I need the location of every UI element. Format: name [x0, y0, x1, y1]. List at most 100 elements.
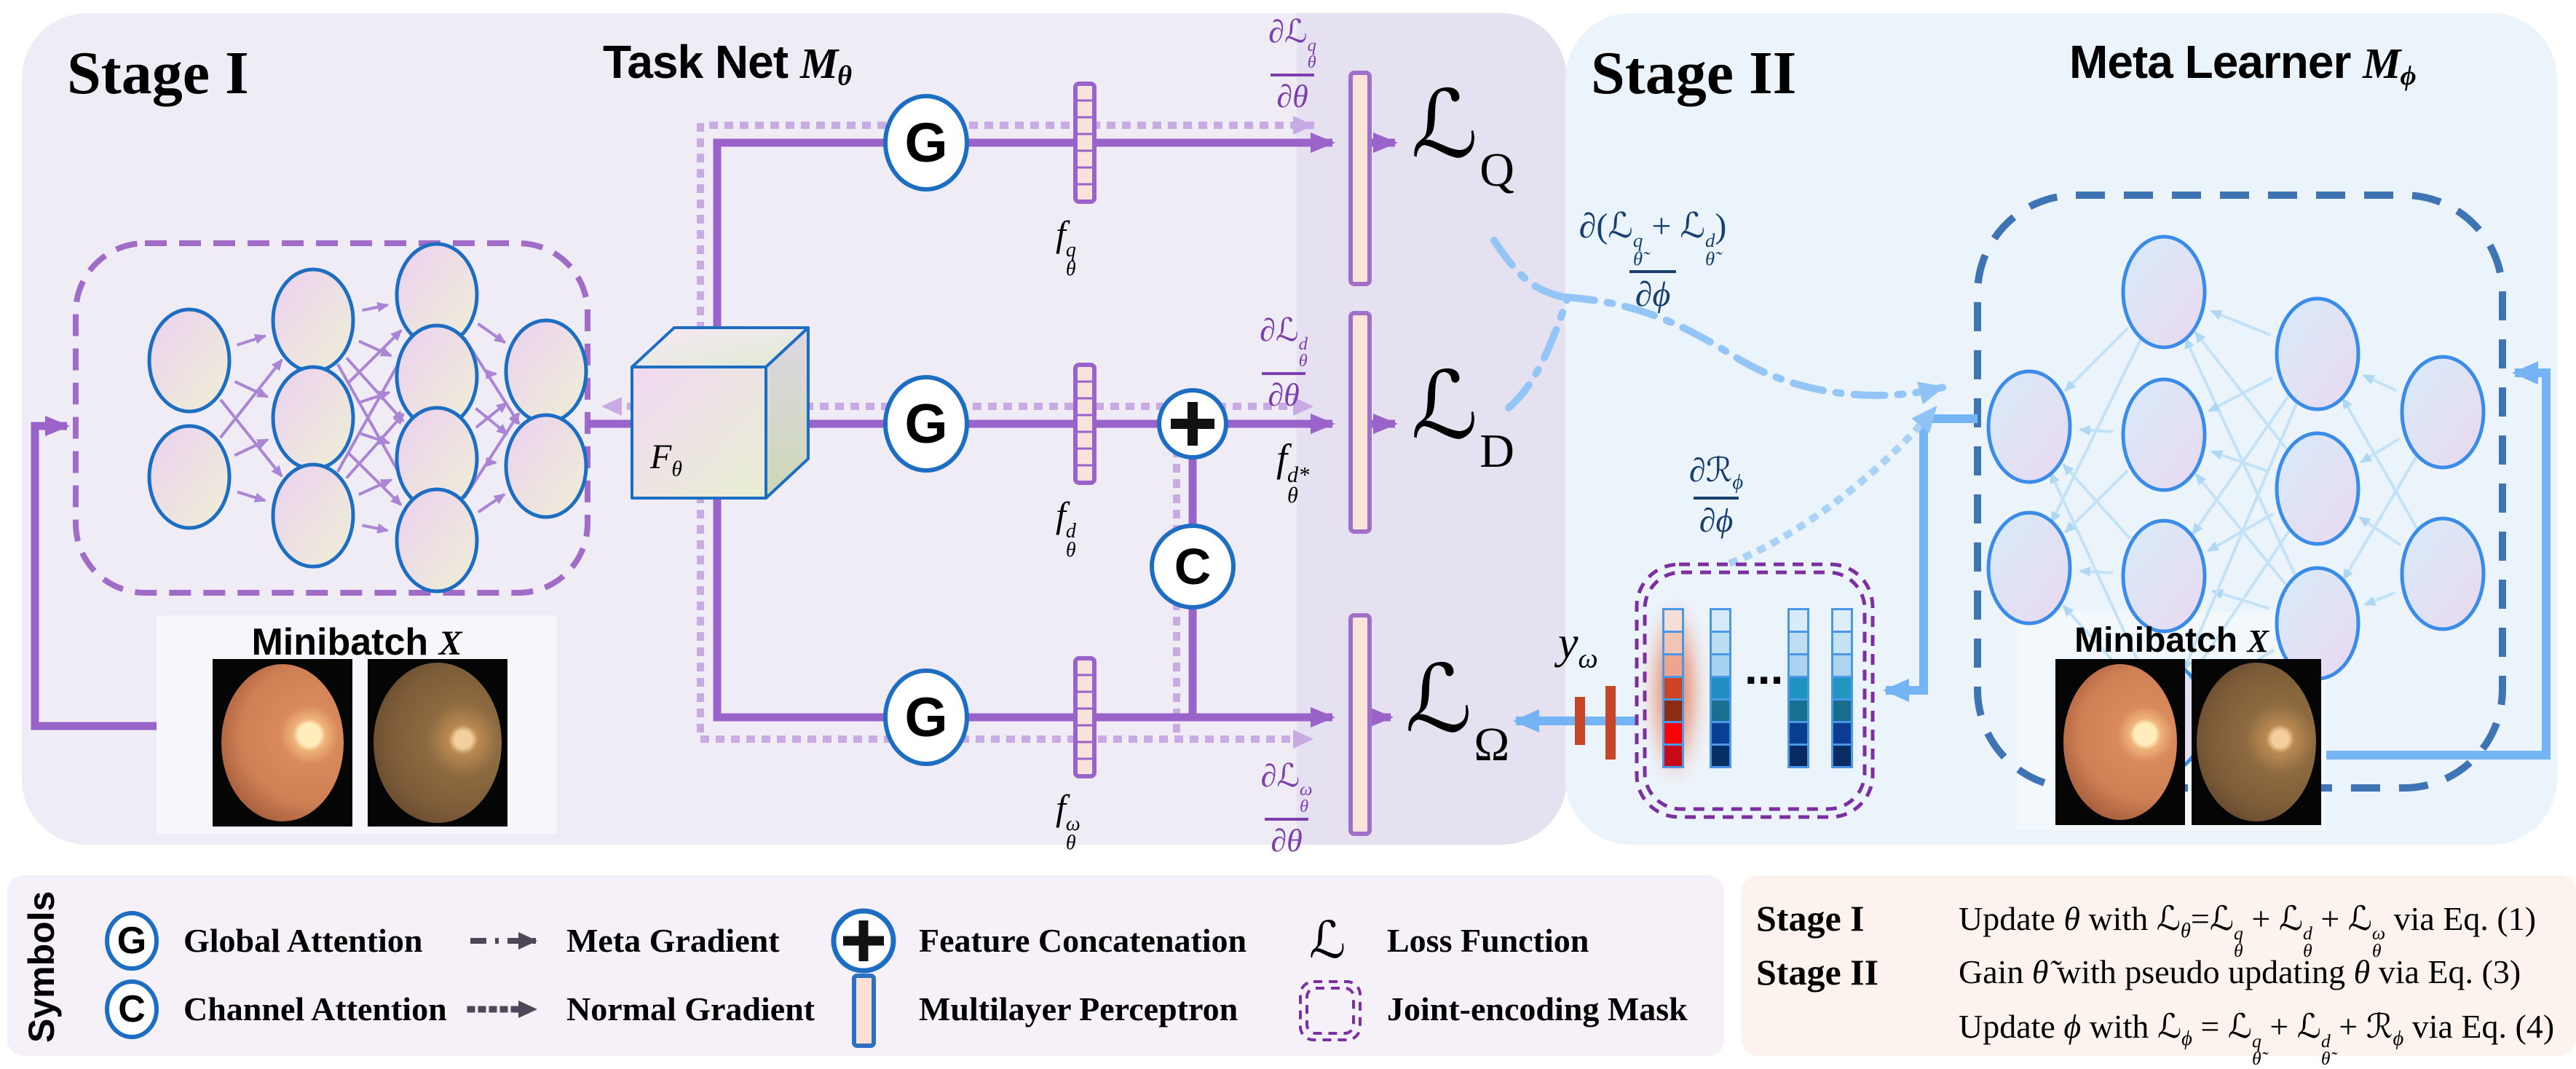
- meta-output-line: [1883, 414, 1978, 702]
- network-edge: [2050, 337, 2144, 524]
- equation-stage2-label: Stage II: [1756, 952, 1879, 993]
- tasknet-title: Task Net Mθ: [603, 36, 852, 92]
- network-edge: [357, 478, 393, 497]
- metalearner-title: Meta Learner Mϕ: [2069, 36, 2417, 92]
- network-edge: [2182, 400, 2299, 672]
- network-edge: [2064, 327, 2129, 392]
- network-edge: [2191, 529, 2291, 676]
- stage1-title: Stage I: [67, 39, 249, 107]
- legend-label-mlp: Multilayer Perceptron: [919, 990, 1238, 1027]
- legend-label-channel: Channel Attention: [183, 990, 447, 1027]
- mask-cell: [1710, 698, 1731, 723]
- network-edge: [477, 493, 506, 513]
- forward-lines: [31, 133, 1398, 730]
- network-node: [2121, 234, 2207, 350]
- legend-channel-attention-icon: [105, 979, 159, 1039]
- legend-mlp-icon: [852, 974, 876, 1048]
- network-edge: [2194, 331, 2288, 450]
- legend-label-loss: Loss Function: [1387, 922, 1589, 959]
- global-attention-letter: G: [904, 111, 948, 174]
- legend-mask-icon: [1299, 980, 1362, 1041]
- legend-label-concat: Feature Concatenation: [919, 922, 1247, 959]
- network-node: [2400, 516, 2486, 631]
- network-edge: [2210, 450, 2270, 473]
- network-edge: [237, 490, 267, 502]
- network-node: [271, 267, 355, 374]
- equations-panel: [1742, 875, 2576, 1056]
- fundus-image-4: [2192, 659, 2321, 825]
- global-attention-icon: [883, 375, 969, 473]
- legend-channel-attention-letter: C: [118, 988, 146, 1030]
- network-edge: [2342, 455, 2419, 581]
- mask-ellipsis: ...: [1745, 642, 1784, 694]
- mask-cell: [1662, 653, 1684, 678]
- network-edge: [358, 339, 392, 358]
- network-edge: [219, 398, 283, 478]
- loss-omega-label: ℒΩ: [1405, 645, 1510, 772]
- network-edge: [2184, 336, 2298, 578]
- feature-cube: [631, 326, 810, 500]
- legend-mask-icon-inner: [1305, 987, 1355, 1035]
- legend-label-global: Global Attention: [183, 922, 423, 959]
- tasknet-network: [147, 242, 588, 593]
- network-edge: [2078, 566, 2114, 577]
- legend-label-meta: Meta Gradient: [566, 922, 780, 959]
- network-edge: [360, 390, 391, 403]
- network-edge: [2210, 589, 2269, 610]
- mlp-bars: [1348, 71, 1372, 836]
- regularizer-gradient-label: ∂ℛϕ∂ϕ: [1688, 450, 1744, 539]
- legend-heading: Symbols: [21, 891, 62, 1043]
- mask-cell: [1710, 676, 1731, 701]
- equation-stage2-body: Gain θ̃ with pseudo updating θ via Eq. (…: [1959, 953, 2521, 990]
- mask-cell: [1710, 653, 1731, 678]
- channel-attention-icon: [1150, 524, 1236, 610]
- mask-cell: [1787, 743, 1809, 768]
- meta-gradient-curves: [1490, 237, 1946, 411]
- network-edge: [2362, 374, 2398, 393]
- metalearner-dashed-box: [1974, 192, 2506, 792]
- mask-cell: [1710, 743, 1731, 768]
- operator-nodes: [883, 94, 1236, 766]
- minibatch-to-meta-line: [2326, 361, 2551, 760]
- y-omega-bar-tall: [1605, 686, 1616, 760]
- network-node: [504, 318, 588, 425]
- network-node: [2400, 355, 2486, 470]
- network-node: [147, 307, 232, 414]
- legend-icons: [105, 908, 1362, 1048]
- mask-cell: [1662, 698, 1684, 723]
- network-node: [504, 413, 588, 519]
- mask-cell: [1831, 676, 1853, 701]
- mask-cell: [1787, 653, 1809, 678]
- network-node: [395, 487, 479, 593]
- network-edge: [475, 407, 509, 435]
- channel-attention-letter: C: [1174, 538, 1212, 595]
- legend-label-mask: Joint-encoding Mask: [1387, 990, 1688, 1027]
- fundus-image-1: [213, 659, 352, 827]
- minibatch-right-title: Minibatch X: [2074, 621, 2269, 660]
- equation-stage1-label: Stage I: [1756, 898, 1865, 939]
- network-node: [271, 462, 355, 569]
- global-attention-icon: [883, 94, 969, 192]
- mask-cell: [1710, 721, 1731, 746]
- network-edge: [360, 432, 391, 445]
- network-edge: [2360, 437, 2401, 464]
- mask-cell: [1710, 631, 1731, 655]
- network-edge: [234, 380, 269, 398]
- mask-column-blue-1: [1710, 608, 1731, 768]
- network-node: [2121, 377, 2207, 492]
- network-edge: [347, 452, 403, 506]
- network-edge: [2208, 376, 2273, 413]
- network-node: [2121, 518, 2207, 634]
- fundus-image-2: [368, 659, 507, 827]
- mask-column-red: [1662, 608, 1684, 768]
- fundus-image-3: [2055, 659, 2185, 825]
- mask-cell: [1831, 631, 1853, 655]
